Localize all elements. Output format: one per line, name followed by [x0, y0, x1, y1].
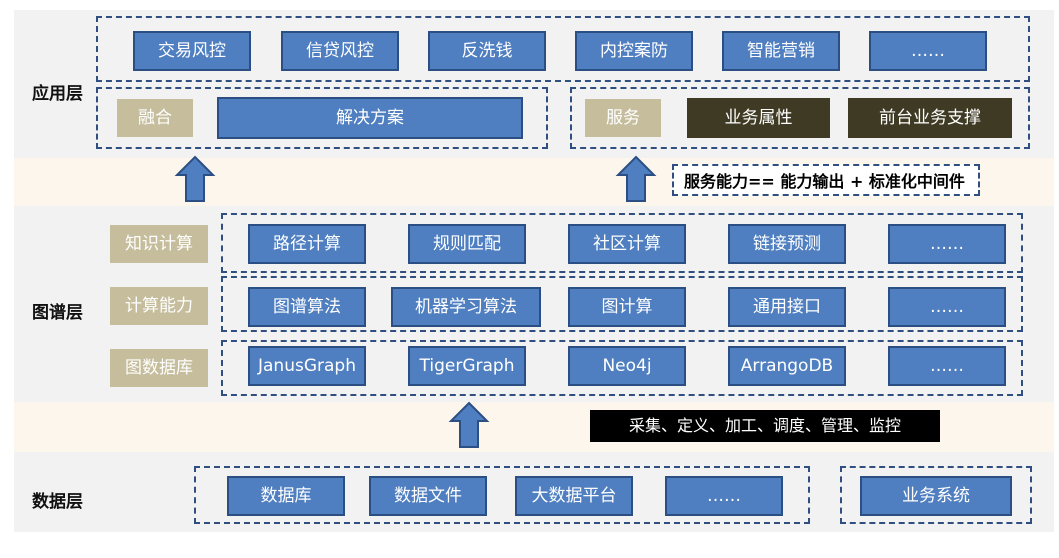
data-source-group	[194, 466, 810, 524]
graph-database-label: 图数据库	[110, 349, 208, 387]
db-more[interactable]: ……	[888, 346, 1006, 386]
compute-capability-group	[221, 276, 1023, 332]
knowledge-rule-match[interactable]: 规则匹配	[408, 224, 526, 264]
fusion-label: 融合	[117, 99, 193, 137]
application-layer-label: 应用层	[32, 84, 83, 104]
data-pipeline-caption: 采集、定义、加工、调度、管理、监控	[590, 410, 940, 442]
fusion-group	[96, 87, 548, 149]
service-label: 服务	[585, 99, 661, 137]
db-neo4j[interactable]: Neo4j	[568, 346, 686, 386]
up-arrow-left-icon	[174, 155, 216, 202]
knowledge-community-compute[interactable]: 社区计算	[568, 224, 686, 264]
graph-layer-label: 图谱层	[32, 303, 83, 323]
up-arrow-right-icon	[615, 155, 657, 202]
compute-general-interface[interactable]: 通用接口	[728, 287, 846, 327]
business-attribute-box[interactable]: 业务属性	[687, 98, 830, 138]
compute-machine-learning[interactable]: 机器学习算法	[391, 287, 541, 327]
business-system-group	[840, 466, 1032, 524]
knowledge-path-compute[interactable]: 路径计算	[248, 224, 366, 264]
up-arrow-data-icon	[448, 401, 490, 448]
compute-more[interactable]: ……	[888, 287, 1006, 327]
scenario-anti-money-laundering[interactable]: 反洗钱	[428, 31, 546, 71]
frontend-support-box[interactable]: 前台业务支撑	[848, 98, 1012, 138]
scenario-trade-risk[interactable]: 交易风控	[133, 31, 251, 71]
scenario-credit-risk[interactable]: 信贷风控	[281, 31, 399, 71]
compute-capability-label: 计算能力	[110, 287, 208, 325]
scenario-internal-control[interactable]: 内控案防	[575, 31, 693, 71]
scenario-more[interactable]: ……	[869, 31, 987, 71]
db-tigergraph[interactable]: TigerGraph	[408, 346, 526, 386]
compute-graph-algorithm[interactable]: 图谱算法	[248, 287, 366, 327]
graph-database-group	[221, 340, 1023, 396]
service-capability-caption: 服务能力== 能力输出 + 标准化中间件	[672, 164, 980, 196]
db-arrangodb[interactable]: ArrangoDB	[728, 346, 846, 386]
source-big-data-platform[interactable]: 大数据平台	[515, 476, 633, 516]
knowledge-link-prediction[interactable]: 链接预测	[728, 224, 846, 264]
scenario-smart-marketing[interactable]: 智能营销	[722, 31, 840, 71]
compute-graph-computing[interactable]: 图计算	[568, 287, 686, 327]
solution-box[interactable]: 解决方案	[217, 97, 523, 139]
business-system-box[interactable]: 业务系统	[860, 476, 1012, 516]
knowledge-compute-label: 知识计算	[110, 225, 208, 263]
source-database[interactable]: 数据库	[227, 476, 345, 516]
service-group	[570, 87, 1030, 149]
source-more[interactable]: ……	[665, 476, 783, 516]
source-data-file[interactable]: 数据文件	[369, 476, 487, 516]
knowledge-compute-group	[221, 213, 1023, 273]
db-janusgraph[interactable]: JanusGraph	[248, 346, 366, 386]
data-layer-label: 数据层	[32, 492, 83, 512]
scenario-group	[96, 16, 1030, 82]
knowledge-more[interactable]: ……	[888, 224, 1006, 264]
